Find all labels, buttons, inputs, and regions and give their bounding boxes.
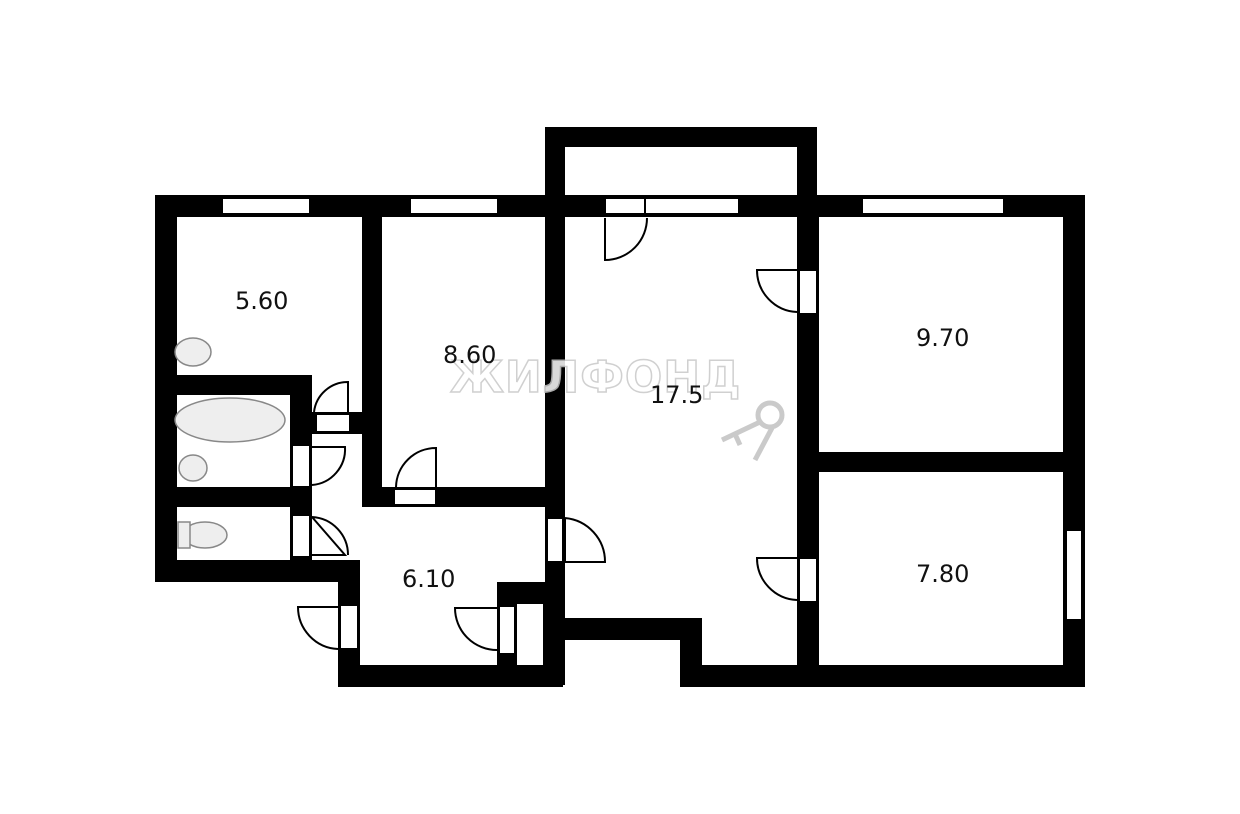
keys-icon [720,400,785,462]
doors [291,197,818,655]
windows [221,197,1083,621]
window [221,197,311,215]
toilet-tank-icon [177,521,191,549]
window [861,197,1005,215]
room-area-label: 8.60 [443,341,496,369]
room-area-label: 17.5 [650,381,703,409]
room-area-label: 6.10 [402,565,455,593]
room-area-label: 7.80 [916,560,969,588]
sink-icon [174,337,212,367]
sink-icon [178,454,208,482]
window [1065,529,1083,621]
room-area-label: 5.60 [235,287,288,315]
watermark-text: ЖИЛФОНД [450,352,741,403]
fixtures [174,337,286,549]
window [409,197,499,215]
room-area-label: 9.70 [916,324,969,352]
bathtub-icon [174,397,286,443]
